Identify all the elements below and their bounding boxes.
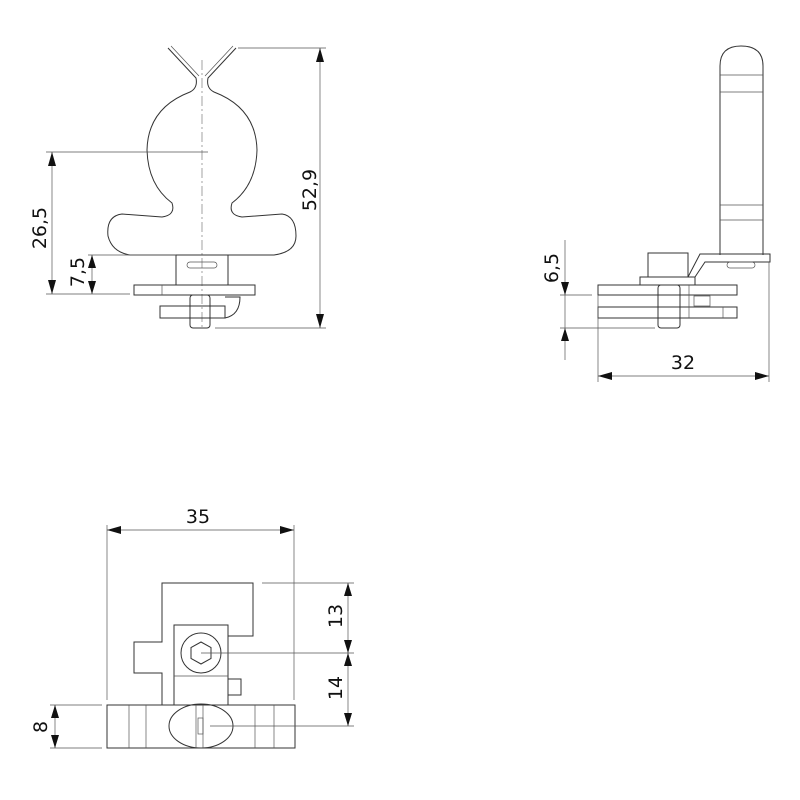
dim-lower: 14 (325, 676, 347, 700)
side-view: 6,5 32 (541, 45, 771, 382)
dim-overall-height: 52,9 (299, 169, 321, 211)
dim-center-height: 26,5 (29, 207, 51, 249)
bottom-bar (106, 704, 296, 749)
top-view: 35 13 14 8 (30, 506, 354, 749)
bolt (657, 284, 681, 329)
bolt (189, 294, 211, 329)
dim-width: 35 (186, 506, 210, 528)
plate-upper (597, 284, 738, 296)
rod (719, 45, 764, 255)
dim-upper: 13 (325, 604, 347, 628)
dim-bar-height: 8 (30, 721, 52, 733)
dim-base-height: 7,5 (67, 257, 89, 287)
hex-icon (190, 641, 212, 665)
clamp-outline (133, 582, 254, 705)
screw-block (173, 624, 229, 706)
plate-lower (597, 306, 738, 319)
clamp-block (647, 252, 689, 278)
front-view: 52,9 26,5 7,5 (29, 45, 326, 330)
dim-plate-gap: 6,5 (541, 253, 563, 283)
mounting-plate (133, 284, 256, 296)
dim-width: 32 (671, 352, 695, 374)
lower-plate (159, 305, 226, 319)
